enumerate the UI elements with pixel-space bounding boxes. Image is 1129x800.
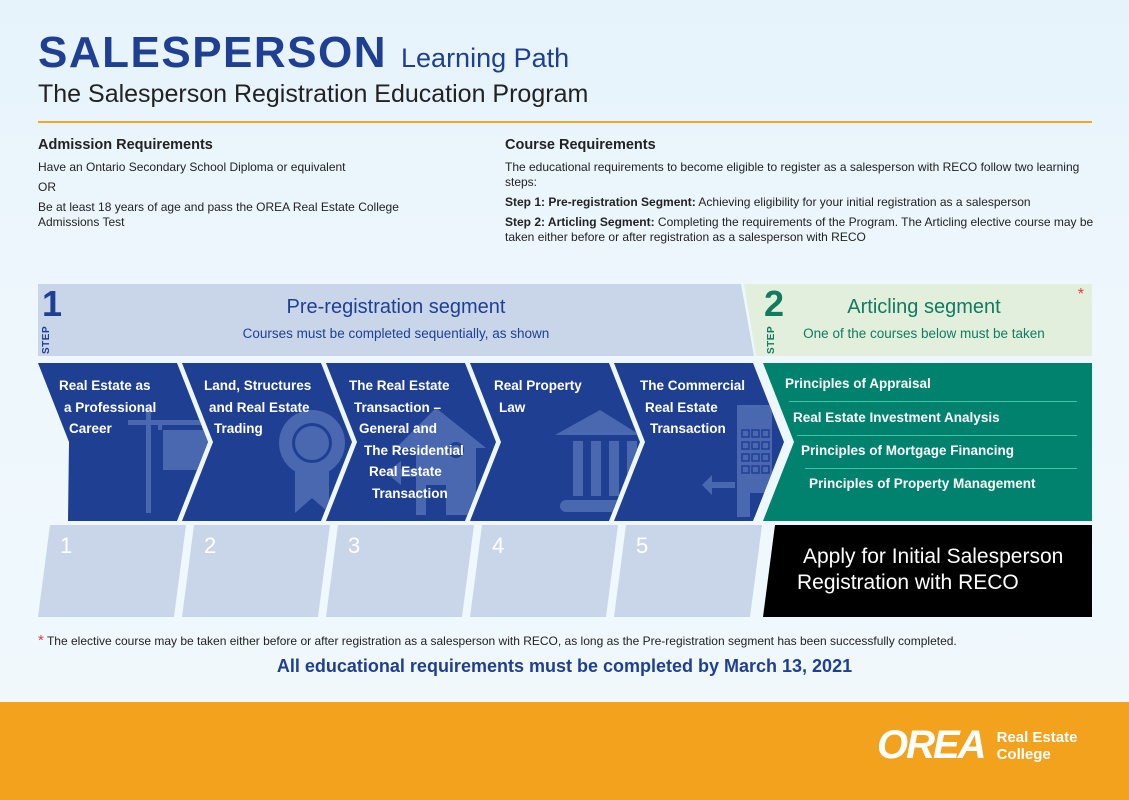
course-chevron-5: The Commercial Real Estate Transaction — [614, 363, 784, 521]
step2-subtitle: One of the courses below must be taken — [803, 326, 1045, 341]
admission-or: OR — [38, 180, 56, 194]
step2-number: 2 — [764, 283, 785, 324]
logo-text: Real Estate College — [997, 729, 1078, 763]
page-title: SALESPERSON — [38, 28, 388, 77]
course-title-2: Land, Structures and Real Estate Trading — [204, 378, 312, 436]
apply-line-2: Registration with RECO — [797, 571, 1019, 594]
course-chevron-1: Real Estate as a Professional Career — [38, 363, 208, 521]
logo-line-1: Real Estate — [996, 728, 1078, 746]
course-number-block-5: 5 — [614, 525, 762, 617]
course-number-block-3: 3 — [326, 525, 474, 617]
course-req-step1: Step 1: Pre-registration Segment: Achiev… — [505, 195, 1105, 210]
step1-number: 1 — [42, 283, 63, 324]
page-title-sub: Learning Path — [401, 43, 570, 73]
course-number-3: 3 — [348, 533, 361, 558]
step1-subtitle: Courses must be completed sequentially, … — [242, 326, 550, 341]
course-title-4: Real Property Law — [494, 378, 582, 415]
course-req-heading: Course Requirements — [505, 137, 656, 153]
admission-line-2: Be at least 18 years of age and pass the… — [38, 200, 399, 229]
apply-text: Apply for Initial Salesperson Registrati… — [797, 544, 1063, 596]
course-requirements: Course Requirements The educational requ… — [505, 138, 1105, 250]
divider — [805, 468, 1077, 469]
articling-courses-panel: Principles of Appraisal Real Estate Inve… — [763, 363, 1092, 521]
orea-logo: OREA Real Estate College — [877, 723, 1077, 768]
admission-heading: Admission Requirements — [38, 137, 213, 153]
course-number-block-1: 1 — [38, 525, 186, 617]
page-subtitle: The Salesperson Registration Education P… — [38, 80, 589, 108]
step2-label: Step 2: Articling Segment: — [505, 215, 655, 229]
step2-title: Articling segment — [847, 296, 1001, 318]
footnote-text: The elective course may be taken either … — [46, 634, 957, 648]
articling-course-4: Principles of Property Management — [809, 476, 1036, 491]
step1-title: Pre-registration segment — [286, 296, 506, 318]
admission-requirements: Admission Requirements Have an Ontario S… — [38, 138, 438, 235]
course-number-4: 4 — [492, 533, 505, 558]
course-req-step2: Step 2: Articling Segment: Completing th… — [505, 215, 1105, 245]
logo-line-2: College — [996, 745, 1051, 763]
header-divider — [38, 121, 1092, 123]
step1-banner: 1 STEP Pre-registration segment Courses … — [38, 284, 754, 356]
step1-text: Achieving eligibility for your initial r… — [695, 195, 1031, 209]
course-title-1: Real Estate as a Professional Career — [59, 378, 157, 436]
articling-course-3: Principles of Mortgage Financing — [801, 443, 1015, 458]
course-req-intro: The educational requirements to become e… — [505, 160, 1080, 189]
divider — [797, 435, 1077, 436]
articling-course-2: Real Estate Investment Analysis — [793, 410, 1000, 425]
logo-mark: OREA — [877, 723, 987, 767]
step2-banner: 2 STEP Articling segment One of the cour… — [744, 284, 1092, 356]
footer-bar — [0, 702, 1129, 800]
house-icon — [386, 408, 486, 515]
step1-label: Step 1: Pre-registration Segment: — [505, 195, 696, 209]
apply-line-1: Apply for Initial Salesperson — [803, 545, 1064, 568]
course-number-1: 1 — [60, 533, 73, 558]
course-title-5: The Commercial Real Estate Transaction — [640, 378, 746, 436]
award-ribbon-icon — [279, 410, 345, 513]
admission-line-1: Have an Ontario Secondary School Diploma… — [38, 160, 346, 174]
articling-course-1: Principles of Appraisal — [785, 376, 931, 391]
footnote: * The elective course may be taken eithe… — [38, 632, 957, 649]
course-number-5: 5 — [636, 533, 649, 558]
step2-text: Completing the requirements of the Progr… — [505, 215, 1094, 244]
asterisk-icon: * — [1077, 286, 1084, 303]
deadline-text: All educational requirements must be com… — [276, 656, 853, 676]
apply-registration-block: Apply for Initial Salesperson Registrati… — [763, 525, 1092, 617]
course-chevron-3: The Real Estate Transaction – General an… — [326, 363, 496, 521]
asterisk-icon: * — [38, 632, 44, 649]
divider — [789, 401, 1077, 402]
course-number-2: 2 — [204, 533, 217, 558]
course-number-block-4: 4 — [470, 525, 618, 617]
course-number-block-2: 2 — [182, 525, 330, 617]
course-title-3: The Real Estate Transaction – General an… — [349, 378, 464, 501]
sign-post-icon — [128, 408, 208, 513]
page-header: SALESPERSON Learning Path The Salesperso… — [38, 28, 588, 109]
